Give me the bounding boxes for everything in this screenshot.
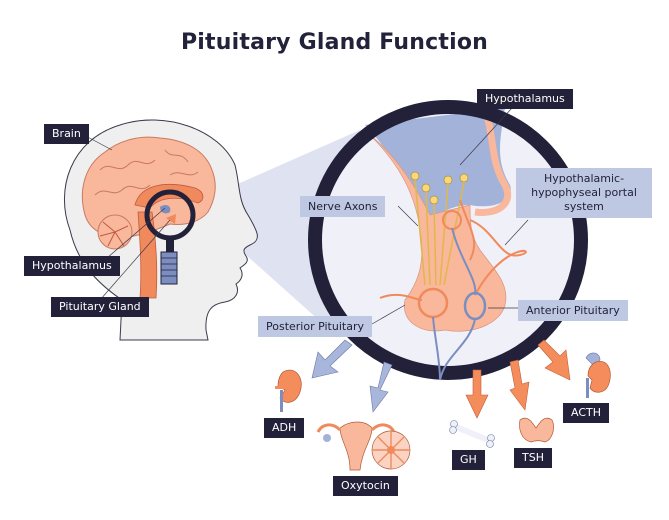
magnifier-handle bbox=[160, 251, 178, 285]
label-hormone-gh: GH bbox=[452, 450, 485, 470]
label-hormone-tsh: TSH bbox=[514, 448, 552, 468]
neuron-body bbox=[459, 173, 469, 183]
cerebellum-branches bbox=[99, 221, 129, 247]
nerve-axons-leader bbox=[397, 205, 419, 227]
portal-vessel-orange bbox=[459, 199, 527, 296]
thyroid-icon bbox=[519, 417, 554, 443]
arrow-tsh bbox=[509, 359, 530, 411]
pituitary-small bbox=[166, 214, 176, 224]
blue-vessels bbox=[432, 227, 477, 381]
bone-icon bbox=[449, 420, 495, 448]
posterior-leader bbox=[371, 304, 406, 325]
hypothalamus-small bbox=[160, 204, 171, 214]
zoom-hypothalamus-leader bbox=[459, 107, 513, 166]
label-brain: Brain bbox=[44, 124, 89, 144]
label-posterior-pituitary: Posterior Pituitary bbox=[258, 316, 372, 337]
neuron-body bbox=[443, 175, 453, 185]
label-hormone-oxytocin: Oxytocin bbox=[333, 476, 398, 496]
arrow-adh bbox=[311, 339, 353, 379]
zoom-circle-ring bbox=[308, 100, 588, 380]
neuron-body bbox=[429, 195, 439, 205]
hypothalamus-leader-line bbox=[99, 207, 166, 265]
label-zoom-hypothalamus: Hypothalamus bbox=[477, 89, 573, 109]
label-pituitary-gland: Pituitary Gland bbox=[51, 297, 149, 317]
magnifier-grip-lines bbox=[161, 257, 177, 277]
neuron-body bbox=[421, 183, 431, 193]
arrow-oxytocin bbox=[369, 361, 393, 413]
label-hormone-acth: ACTH bbox=[563, 403, 610, 423]
label-portal-system: Hypothalamic-hypophyseal portal system bbox=[516, 168, 652, 218]
label-nerve-axons: Nerve Axons bbox=[300, 196, 386, 217]
label-hormone-adh: ADH bbox=[264, 418, 305, 438]
label-anterior-pituitary: Anterior Pituitary bbox=[518, 300, 628, 321]
brain-folds bbox=[94, 149, 199, 196]
hypothalamus-region bbox=[365, 108, 511, 220]
portal-system-leader bbox=[504, 219, 529, 246]
nerve-axons bbox=[414, 179, 465, 286]
posterior-vessel bbox=[379, 293, 423, 301]
adrenal-kidney-icon bbox=[585, 352, 611, 398]
kidney-icon bbox=[275, 369, 302, 412]
arrow-gh bbox=[465, 369, 489, 419]
hypothalamus-border bbox=[474, 106, 512, 217]
page-title: Pituitary Gland Function bbox=[180, 30, 489, 55]
arrow-acth bbox=[537, 339, 571, 381]
label-head-hypothalamus: Hypothalamus bbox=[24, 256, 120, 276]
pituitary-leader-line bbox=[99, 219, 171, 301]
mammary-gland-icon bbox=[371, 430, 411, 470]
magnifier-neck bbox=[166, 238, 174, 252]
neuron-body bbox=[410, 171, 420, 181]
